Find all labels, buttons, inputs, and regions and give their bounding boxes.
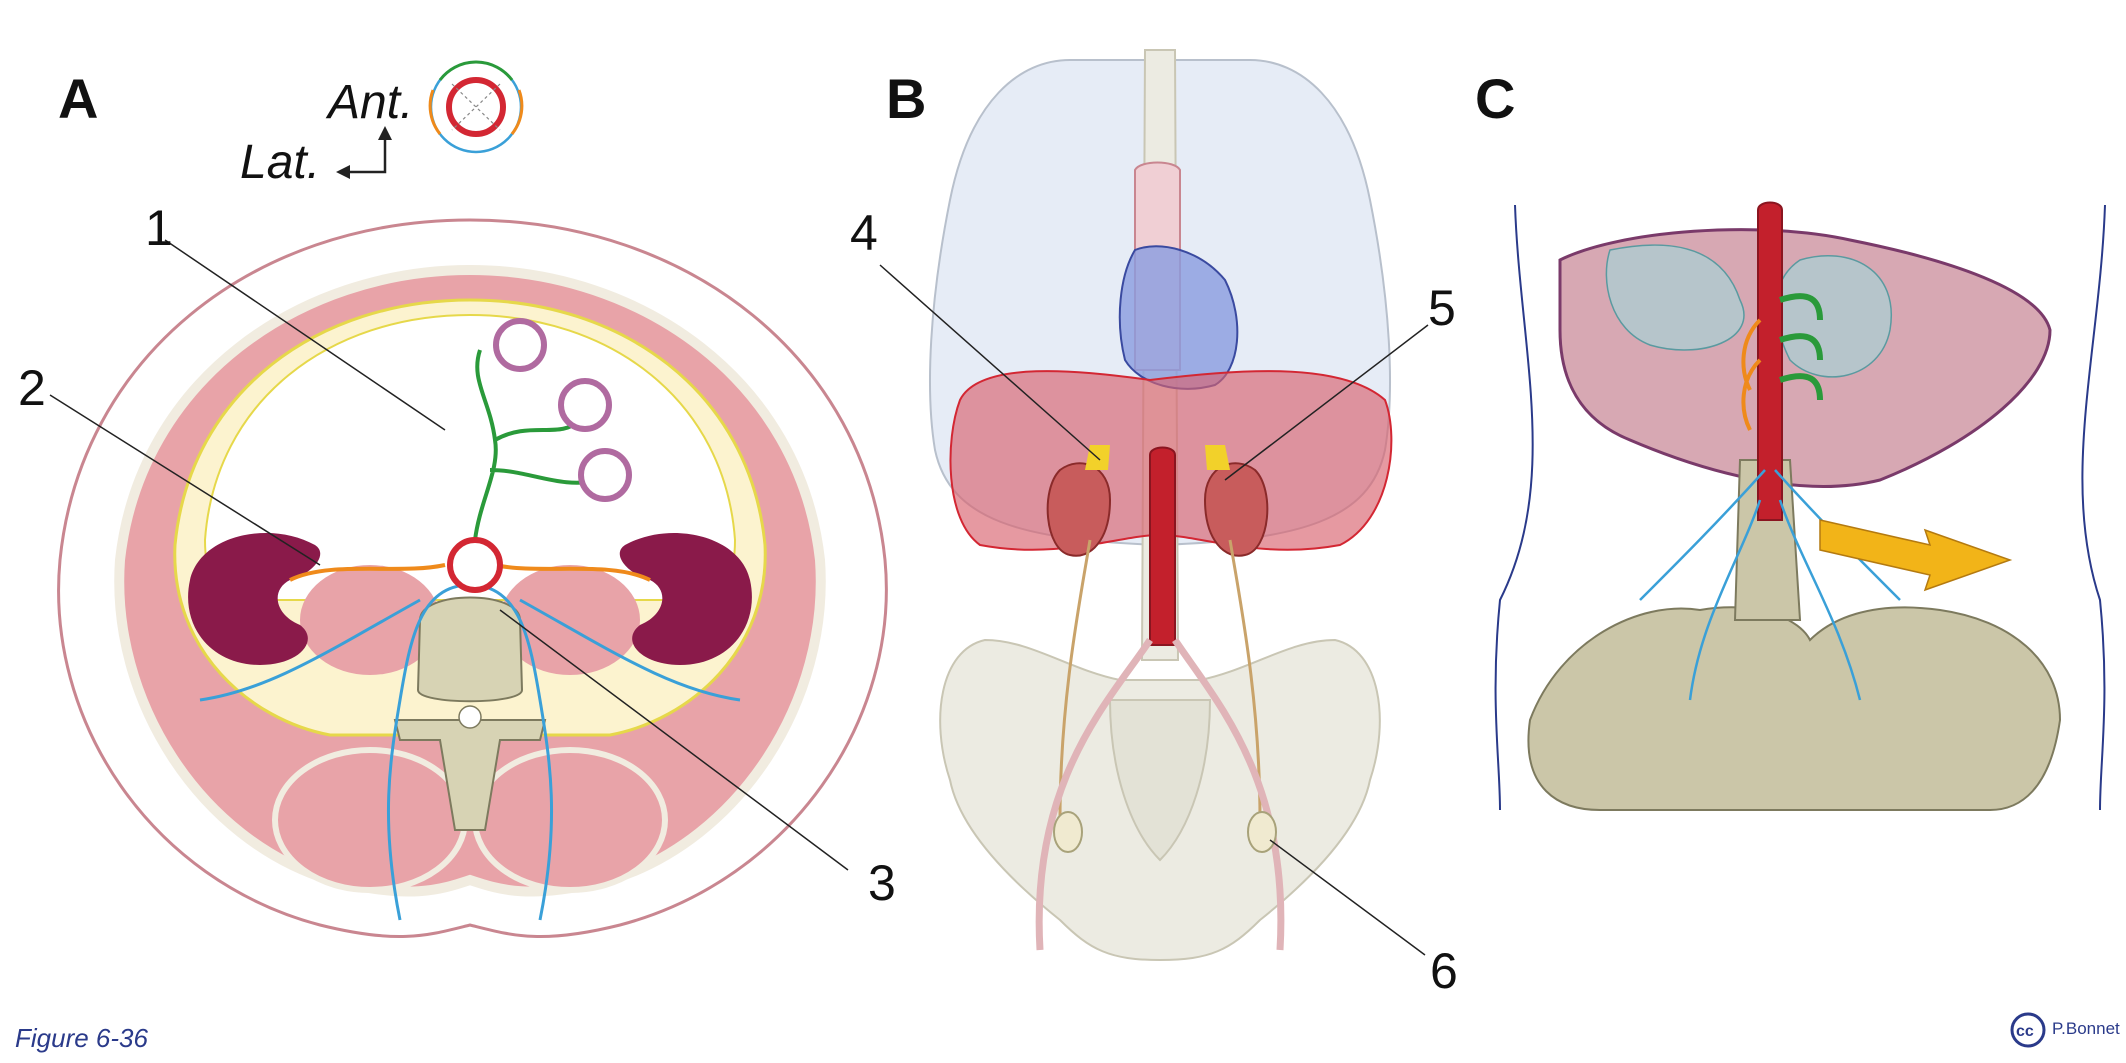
orientation-arrow-icon (340, 130, 387, 174)
panel-a-label: A (58, 67, 98, 130)
back-muscle-right (472, 747, 668, 893)
kidney-right (619, 532, 752, 665)
cc-symbol: cc (2016, 1023, 2034, 1040)
callout-3-label: 3 (868, 855, 896, 911)
callout-5-label: 5 (1428, 280, 1456, 336)
bowel-loop-2 (558, 378, 612, 432)
renal-nerve (289, 563, 651, 582)
orientation-lateral-label: Lat. (240, 136, 320, 189)
credit: cc P.Bonnet (2010, 1012, 2120, 1048)
callout-5: 5 (1224, 280, 1456, 481)
back-muscle-left (272, 747, 468, 893)
callout-4: 4 (850, 205, 1101, 461)
panel-b: B 4 5 6 (850, 49, 1458, 999)
orange-nerves-c (1741, 318, 1762, 431)
cc-license-icon (2010, 1012, 2046, 1048)
callout-2-label: 2 (18, 360, 46, 416)
aorta-c (1757, 201, 1783, 521)
green-nerves-c (1779, 293, 1823, 401)
panel-c: C (1475, 67, 2106, 811)
pelvis-c (1527, 606, 2062, 811)
orientation-key: Ant. Lat. (240, 60, 524, 189)
torso-outline (1494, 204, 2106, 811)
aorta-b (1149, 446, 1176, 646)
vein-loop (199, 583, 741, 921)
vessels-c (1639, 469, 1901, 701)
callout-3: 3 (499, 609, 896, 911)
panel-c-label: C (1475, 67, 1515, 130)
orientation-anterior-label: Ant. (325, 76, 413, 129)
rotation-circle-icon (428, 60, 524, 154)
credit-author: P.Bonnet (2052, 1019, 2120, 1038)
direction-arrow (1819, 519, 2013, 592)
sacrum (1108, 699, 1212, 862)
adrenal-right (1205, 445, 1230, 470)
kidney-left (188, 532, 321, 665)
testis-left (1053, 811, 1083, 853)
callout-6: 6 (1269, 839, 1458, 999)
callout-4-label: 4 (850, 205, 878, 261)
callout-6-label: 6 (1430, 943, 1458, 999)
callout-1: 1 (145, 200, 446, 431)
panel-b-label: B (886, 67, 926, 130)
bowel-loop-3 (578, 448, 632, 502)
figure-caption: Figure 6-36 (15, 1023, 148, 1053)
vasa (1035, 638, 1285, 951)
aorta-cross-section (447, 537, 503, 593)
testis-right (1247, 811, 1277, 853)
panel-a: A Ant. Lat. (18, 60, 896, 938)
bowel-loop-1 (493, 318, 547, 372)
callout-2: 2 (18, 360, 321, 566)
callout-1-label: 1 (145, 200, 173, 256)
abdomen-cross-section (57, 218, 888, 938)
